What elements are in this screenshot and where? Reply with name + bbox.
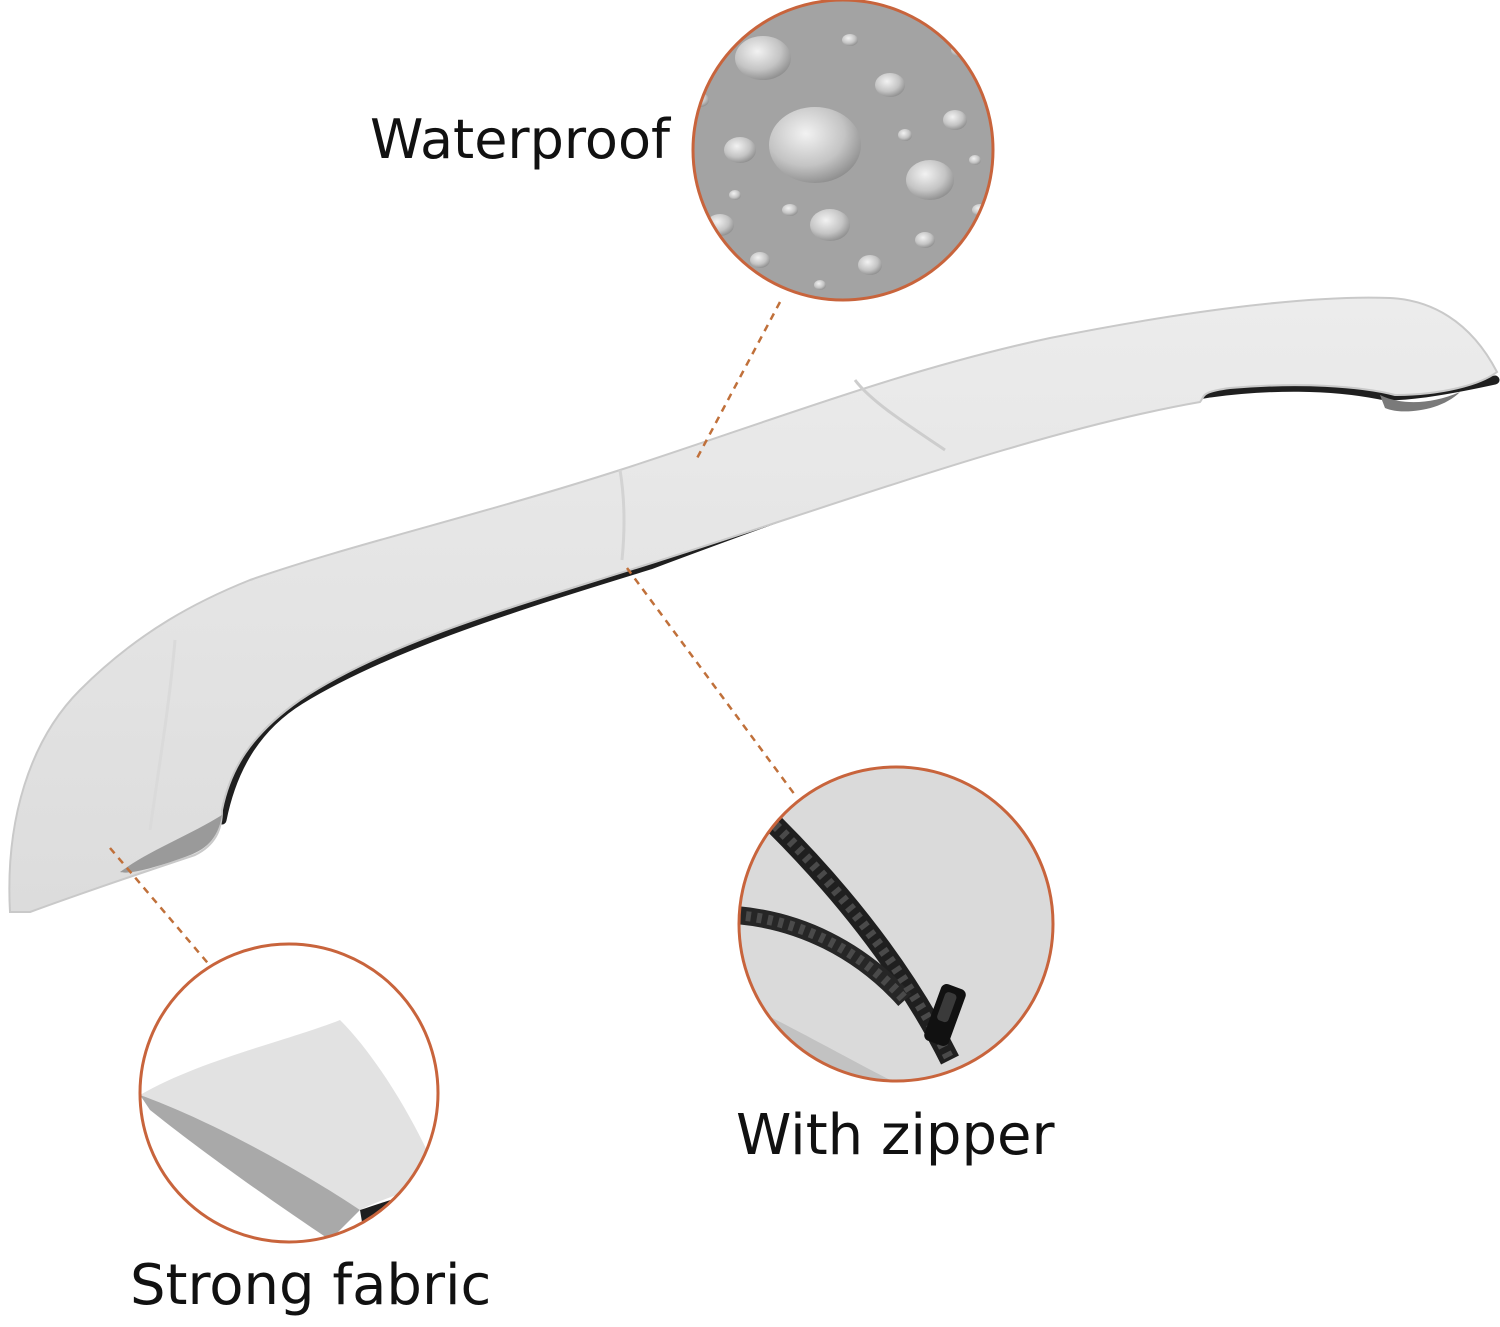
waterproof-callout bbox=[691, 0, 995, 302]
zipper-callout bbox=[737, 765, 1055, 1083]
cover-fold bbox=[618, 469, 626, 561]
cover-body bbox=[8, 296, 1500, 913]
cover-shadow bbox=[120, 815, 222, 873]
leader-line-waterproof bbox=[693, 301, 782, 463]
cover-fold bbox=[148, 639, 177, 831]
zipper-label: With zipper bbox=[736, 1103, 1055, 1168]
fabric-callout bbox=[138, 942, 440, 1244]
leader-lines bbox=[109, 301, 797, 969]
leader-line-zipper bbox=[625, 567, 797, 796]
fabric-label: Strong fabric bbox=[130, 1253, 492, 1318]
cover-fold bbox=[853, 379, 946, 452]
water-droplets bbox=[693, 0, 993, 300]
cover-shadow bbox=[1380, 392, 1460, 412]
leader-line-fabric bbox=[109, 847, 213, 969]
waterproof-label: Waterproof bbox=[370, 108, 671, 171]
